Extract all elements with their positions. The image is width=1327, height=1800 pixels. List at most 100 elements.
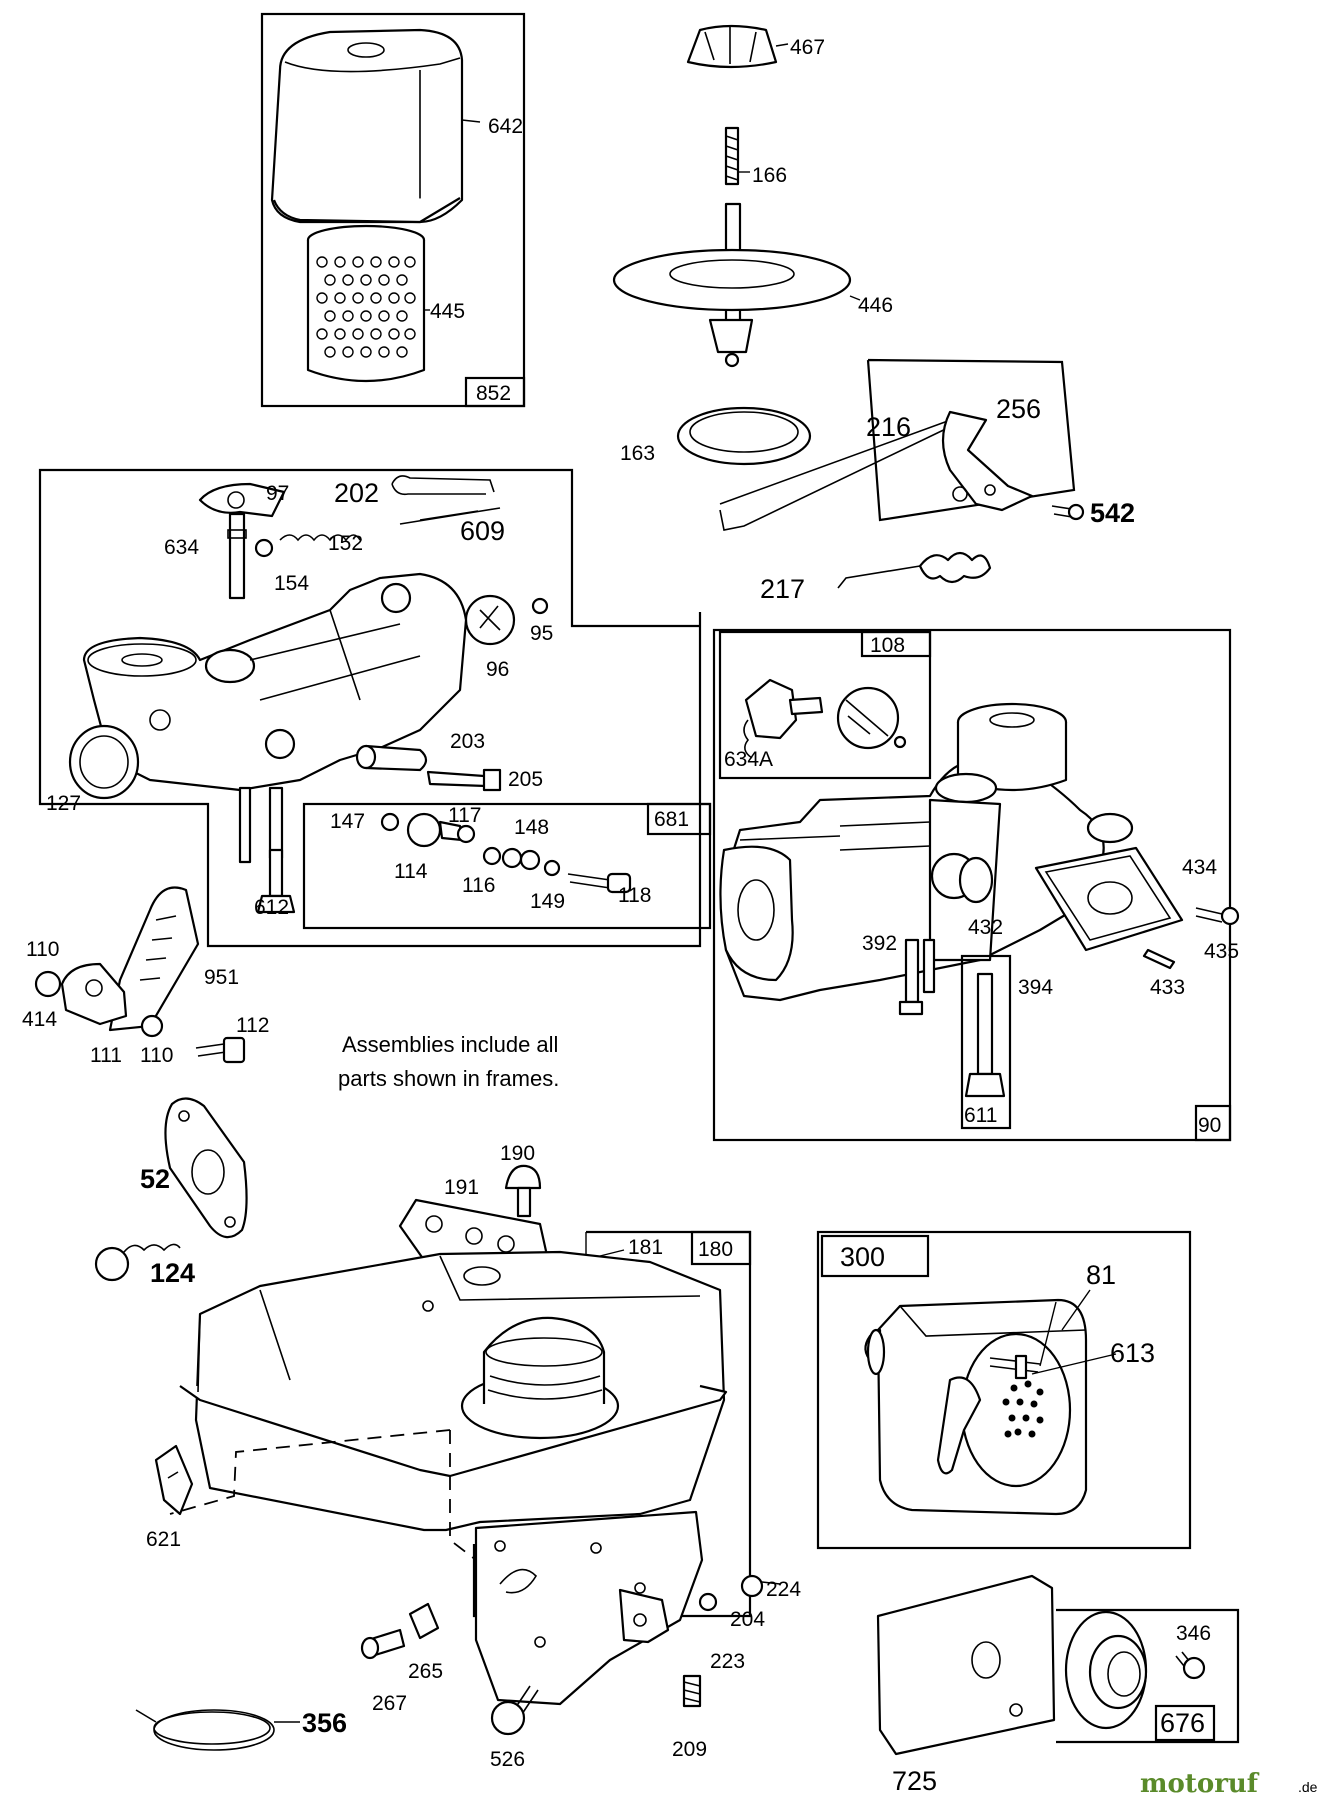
label-542: 542 xyxy=(1090,498,1135,528)
label-148: 148 xyxy=(514,816,549,839)
frame-180-tag xyxy=(690,1230,752,1266)
note-line-1: Assemblies include all xyxy=(342,1032,558,1057)
choke-control-951 xyxy=(108,886,200,1032)
watermark-text: motoruf xyxy=(1140,1769,1260,1799)
washer-154 xyxy=(254,538,274,558)
frame-90-tag xyxy=(1194,1104,1232,1142)
label-112: 112 xyxy=(236,1014,269,1037)
washer-116 xyxy=(482,846,502,866)
tank-bracket xyxy=(474,1510,704,1706)
watermark-suffix: .de xyxy=(1298,1779,1318,1795)
deflector-725 xyxy=(876,1574,1056,1756)
bolt-267 xyxy=(360,1628,406,1660)
label-435: 435 xyxy=(1204,940,1239,963)
label-612: 612 xyxy=(254,896,289,919)
washer-148 xyxy=(501,847,523,869)
cover-394 xyxy=(1034,846,1184,952)
needle-118 xyxy=(567,872,632,894)
screw-435 xyxy=(1195,906,1240,926)
label-634A: 634A xyxy=(724,748,773,771)
throttle-link-216 xyxy=(719,417,957,531)
assembly-676-label: 676 xyxy=(1160,1708,1205,1738)
screw-346 xyxy=(1175,1651,1206,1680)
label-446: 446 xyxy=(858,294,893,317)
label-432: 432 xyxy=(968,916,1003,939)
throttle-shaft-634 xyxy=(198,482,286,600)
label-209: 209 xyxy=(672,1738,707,1761)
label-117: 117 xyxy=(448,804,481,827)
frame-300 xyxy=(816,1230,1192,1550)
assembly-300-label: 300 xyxy=(840,1242,885,1272)
assembly-180-label: 180 xyxy=(698,1238,733,1261)
label-149: 149 xyxy=(530,890,565,913)
screw-124 xyxy=(94,1243,181,1282)
pin-433 xyxy=(1142,948,1176,970)
label-95: 95 xyxy=(530,622,553,645)
label-81: 81 xyxy=(1086,1260,1116,1290)
label-96: 96 xyxy=(486,658,509,681)
label-267: 267 xyxy=(372,1692,407,1715)
nut-110-top xyxy=(34,970,62,998)
ring-356 xyxy=(135,1709,275,1751)
washer-204 xyxy=(698,1592,718,1612)
screw-95 xyxy=(531,597,549,615)
screw-112 xyxy=(195,1036,246,1064)
label-224: 224 xyxy=(766,1578,801,1601)
label-191: 191 xyxy=(444,1176,479,1199)
spring-149 xyxy=(543,859,561,877)
gasket-163 xyxy=(676,406,812,466)
assembly-90-label: 90 xyxy=(1198,1114,1221,1137)
washer-148b xyxy=(519,849,541,871)
watermark: motoruf .de xyxy=(1140,1769,1318,1799)
screw-612 xyxy=(256,848,296,914)
label-256: 256 xyxy=(996,394,1041,424)
lever-111 xyxy=(60,962,128,1026)
label-621: 621 xyxy=(146,1528,181,1551)
frame-852-tag xyxy=(464,376,526,408)
seat-117 xyxy=(406,812,476,848)
label-181: 181 xyxy=(628,1236,663,1259)
base-plate-446 xyxy=(612,202,852,368)
label-223: 223 xyxy=(710,1650,745,1673)
bracket-621 xyxy=(154,1444,194,1516)
assembly-852-label: 852 xyxy=(476,382,511,405)
label-110-top: 110 xyxy=(26,938,59,961)
label-52: 52 xyxy=(140,1164,170,1194)
label-414: 414 xyxy=(22,1008,57,1031)
fuel-tank-181 xyxy=(169,1250,728,1561)
stud-166 xyxy=(724,126,740,186)
frame-300-tag xyxy=(820,1234,930,1278)
note-line-2: parts shown in frames. xyxy=(338,1066,559,1091)
label-163: 163 xyxy=(620,442,655,465)
frame-90 xyxy=(712,628,1232,1142)
frame-676 xyxy=(1056,1608,1240,1744)
label-205: 205 xyxy=(508,768,543,791)
cap-467 xyxy=(686,24,778,69)
spring-217 xyxy=(837,551,992,589)
label-116: 116 xyxy=(462,874,495,897)
assembly-611-label: 611 xyxy=(964,1104,997,1127)
label-190: 190 xyxy=(500,1142,535,1165)
frame-throttle xyxy=(866,358,1076,522)
label-203: 203 xyxy=(450,730,485,753)
frame-611 xyxy=(960,954,1012,1130)
frame-676-tag xyxy=(1154,1704,1216,1742)
label-166: 166 xyxy=(752,164,787,187)
label-110-bottom: 110 xyxy=(140,1044,173,1067)
bracket-256 xyxy=(941,410,1034,512)
spring-209 xyxy=(682,1674,702,1708)
shaft-634A xyxy=(743,678,824,759)
screw-611 xyxy=(964,972,1006,1098)
screw-190 xyxy=(504,1164,542,1218)
label-394: 394 xyxy=(1018,976,1053,999)
choke-plate-108 xyxy=(836,686,907,750)
label-147: 147 xyxy=(330,810,365,833)
rod-609 xyxy=(399,507,501,525)
link-202 xyxy=(391,475,495,496)
washer-110-bottom xyxy=(140,1014,164,1038)
gasket-52 xyxy=(164,1097,248,1239)
frame-108-tag xyxy=(860,630,932,658)
label-392: 392 xyxy=(862,932,897,955)
label-433: 433 xyxy=(1150,976,1185,999)
